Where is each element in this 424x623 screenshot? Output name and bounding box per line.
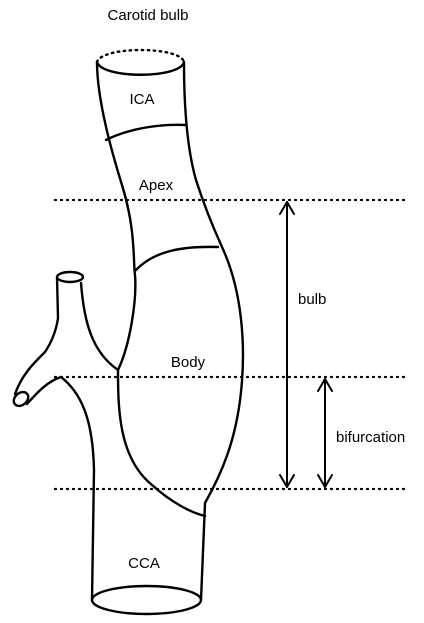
eca-side-branch-opening	[11, 389, 31, 408]
ica-right-wall	[184, 62, 243, 600]
eca-side-branch-upper	[15, 352, 45, 394]
body-label: Body	[171, 354, 206, 371]
eca-stub-left-wall	[45, 277, 58, 352]
eca-crotch	[81, 283, 118, 370]
bulb-range-arrow	[280, 202, 294, 487]
diagram-title: Carotid bulb	[108, 7, 189, 24]
ica-opening-front	[97, 62, 184, 75]
cca-left-wall	[61, 377, 94, 600]
bifurcation-range-arrow	[318, 379, 332, 487]
ica-opening-back	[97, 50, 184, 62]
cca-label: CCA	[128, 555, 160, 572]
eca-stub-opening	[57, 272, 83, 282]
bifurcation-range-label: bifurcation	[336, 429, 405, 446]
body-inner-wall	[118, 370, 205, 516]
ica-label: ICA	[129, 91, 154, 108]
apex-body-boundary	[136, 247, 218, 270]
cca-opening	[92, 586, 201, 614]
bulb-range-label: bulb	[298, 291, 326, 308]
apex-label: Apex	[139, 177, 174, 194]
ica-left-wall	[97, 62, 135, 370]
ica-apex-boundary	[106, 125, 185, 140]
eca-side-branch-lower	[27, 377, 61, 404]
